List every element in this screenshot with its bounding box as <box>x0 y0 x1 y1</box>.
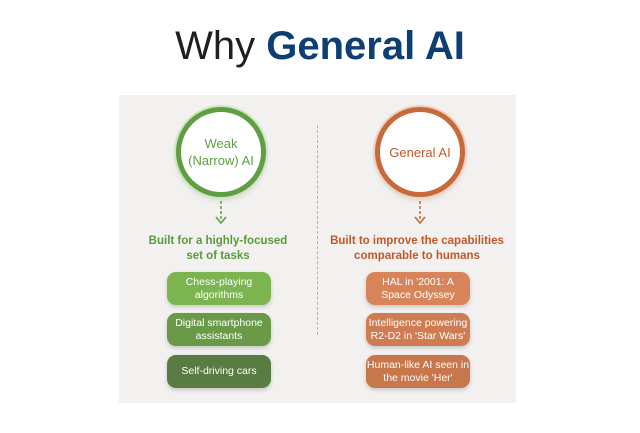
weak-ai-example-chess: Chess-playing algorithms <box>167 272 271 305</box>
dashed-down-arrow-icon <box>414 201 426 225</box>
general-ai-example-hal: HAL in '2001: A Space Odyssey <box>366 272 470 305</box>
weak-ai-column: Weak (Narrow) AI Built for a highly-focu… <box>119 95 317 403</box>
general-ai-circle: General AI <box>375 107 465 197</box>
page-title: Why General AI <box>0 22 640 70</box>
title-highlight: General AI <box>266 24 465 68</box>
weak-ai-example-assistants: Digital smartphone assistants <box>167 313 271 346</box>
weak-ai-example-cars: Self-driving cars <box>167 355 271 388</box>
general-ai-example-her: Human-like AI seen in the movie 'Her' <box>366 355 470 388</box>
weak-ai-description: Built for a highly-focused set of tasks <box>148 235 288 262</box>
general-ai-label: General AI <box>389 144 451 160</box>
general-ai-description: Built to improve the capabilities compar… <box>330 235 504 262</box>
title-prefix: Why <box>175 24 267 68</box>
weak-ai-label: Weak (Narrow) AI <box>188 136 254 168</box>
general-ai-example-r2d2: Intelligence powering R2-D2 in 'Star War… <box>366 313 470 346</box>
dashed-down-arrow-icon <box>215 201 227 225</box>
general-ai-column: General AI Built to improve the capabili… <box>318 95 516 403</box>
column-divider <box>317 125 318 335</box>
comparison-panel: Weak (Narrow) AI Built for a highly-focu… <box>119 95 516 403</box>
weak-ai-circle: Weak (Narrow) AI <box>176 107 266 197</box>
